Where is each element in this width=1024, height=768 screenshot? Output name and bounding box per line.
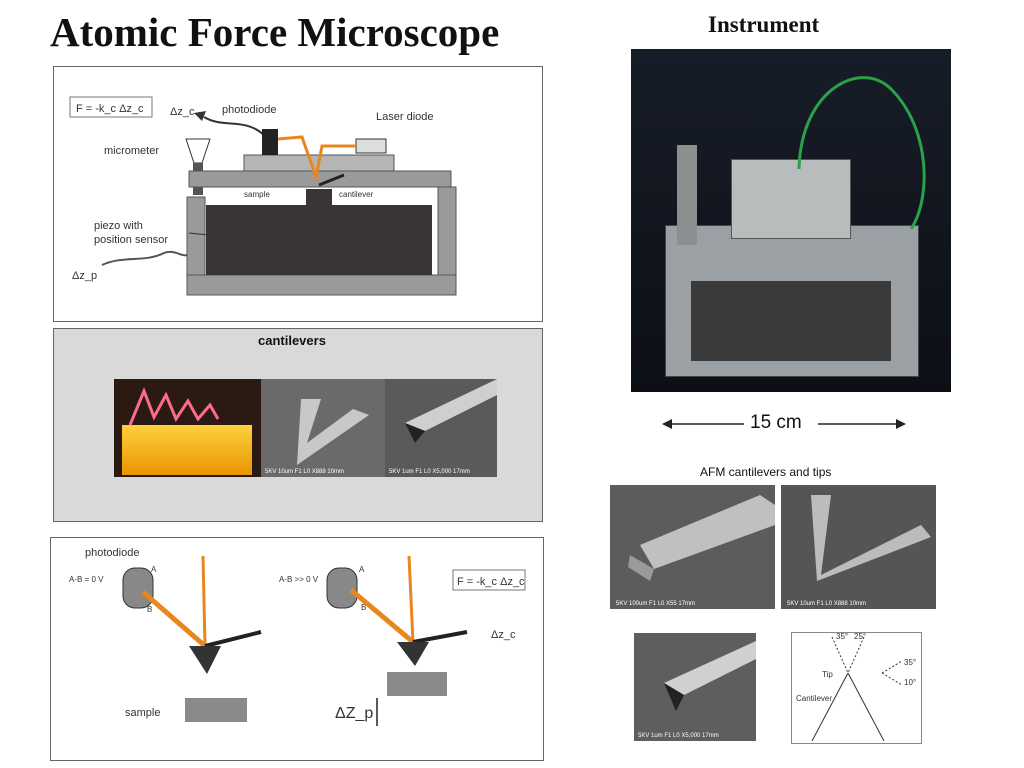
formula-text: F = -k_c Δz_c xyxy=(457,576,525,588)
piezo-leader-line xyxy=(188,232,250,240)
svg-text:Cantilever: Cantilever xyxy=(796,694,832,703)
cantilever-sem-1: 5KV 10um F1 L0 X888 10mm xyxy=(261,379,385,477)
scale-label: 15 cm xyxy=(750,412,802,433)
svg-text:35°: 35° xyxy=(904,658,916,667)
tips-sem-a: 5KV 100um F1 L0 X55 17mm xyxy=(610,485,775,609)
right-cantilever xyxy=(412,630,468,644)
cantilevers-title: cantilevers xyxy=(258,333,326,348)
left-reading: A-B = 0 V xyxy=(69,575,104,584)
tips-sem-b: 5KV 10um F1 L0 X888 10mm xyxy=(781,485,936,609)
delta-zc-label: Δz_c xyxy=(170,106,195,118)
cantilevers-panel: cantilevers 5KV 10um F1 L0 X888 10mm 5KV… xyxy=(53,328,543,522)
piezo-label-1: piezo with xyxy=(94,220,143,232)
instrument-heading: Instrument xyxy=(708,12,820,37)
laser-diode-label: Laser diode xyxy=(376,111,434,123)
svg-text:A: A xyxy=(359,565,365,574)
sample-mount xyxy=(306,189,332,205)
tip-geometry-diagram: 35° 25° 35° 10° Tip Cantilever xyxy=(791,632,922,744)
piezo-block xyxy=(206,205,432,275)
detection-panel: photodiode A-B = 0 V A-B >> 0 V A B samp… xyxy=(50,537,544,761)
formula-box xyxy=(69,96,153,118)
laser-diode-icon xyxy=(355,138,387,154)
left-cantilever xyxy=(204,630,262,648)
afm-schematic-diagram: F = -k_c Δz_c Δz_c photodiode Laser diod… xyxy=(69,96,457,296)
svg-text:10°: 10° xyxy=(904,678,916,687)
delta-zc-label: Δz_c xyxy=(491,629,516,641)
svg-text:25°: 25° xyxy=(854,633,866,641)
left-beam-in xyxy=(201,555,207,647)
svg-text:A: A xyxy=(151,565,157,574)
right-sample xyxy=(387,672,447,696)
formula-box xyxy=(452,569,526,591)
right-reading: A-B >> 0 V xyxy=(279,575,319,584)
cantilever-sem-2: 5KV 1um F1 L0 X5,000 17mm xyxy=(385,379,497,477)
right-beam-in xyxy=(407,555,415,643)
delta-zp-label: ΔZ_p xyxy=(335,705,373,722)
left-tip-icon xyxy=(189,646,221,674)
cantilever-shape xyxy=(318,173,345,187)
cantilever-image-color xyxy=(114,379,261,477)
right-photodiode-icon xyxy=(326,567,358,609)
right-beam-out xyxy=(349,588,415,644)
formula-text: F = -k_c Δz_c xyxy=(76,103,144,115)
left-photodiode-icon xyxy=(122,567,154,609)
svg-text:B: B xyxy=(147,605,152,614)
piezo-label-2: position sensor xyxy=(94,234,168,246)
tips-caption: AFM cantilevers and tips xyxy=(700,465,832,479)
sample-label: sample xyxy=(244,190,270,199)
photodiode-icon xyxy=(262,129,278,155)
svg-text:35°: 35° xyxy=(836,633,848,641)
tips-sem-c: 5KV 1um F1 L0 X5,000 17mm xyxy=(634,633,756,741)
svg-text:B: B xyxy=(361,603,366,612)
instrument-photo xyxy=(631,49,951,392)
photodiode-label: photodiode xyxy=(85,547,139,559)
cantilever-label: cantilever xyxy=(339,190,374,199)
photodiode-label: photodiode xyxy=(222,104,276,116)
laser-beam xyxy=(277,135,356,183)
svg-text:Tip: Tip xyxy=(822,670,833,679)
base-plate xyxy=(186,274,457,296)
micrometer-label: micrometer xyxy=(104,145,159,157)
left-beam-out xyxy=(141,590,207,648)
afm-schematic-panel: F = -k_c Δz_c Δz_c photodiode Laser diod… xyxy=(53,66,543,322)
detection-diagram: photodiode A-B = 0 V A-B >> 0 V A B samp… xyxy=(69,547,526,726)
delta-zp-label: Δz_p xyxy=(72,270,97,282)
left-sample xyxy=(185,698,247,722)
micrometer-icon xyxy=(185,138,211,164)
right-tip-icon xyxy=(397,642,429,666)
piezo-wire xyxy=(101,250,188,266)
scale-bar xyxy=(662,419,906,429)
sample-label: sample xyxy=(125,707,160,719)
signal-wire xyxy=(203,116,265,136)
page-title: Atomic Force Microscope xyxy=(50,9,500,55)
signal-arrow-icon xyxy=(194,111,206,121)
